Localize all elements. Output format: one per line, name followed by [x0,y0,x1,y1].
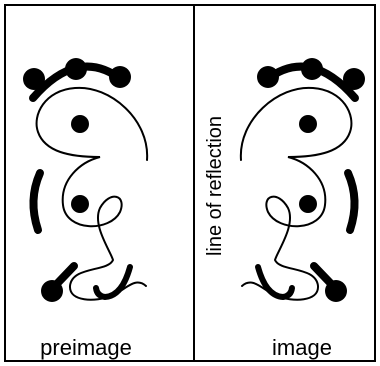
image-design [239,58,365,302]
image-dot-upper [299,115,317,133]
preimage-bottom-bead [41,280,63,302]
image-side-bar [344,169,359,234]
image-top-bead-left [343,68,365,90]
image-caption: image [272,335,332,360]
preimage-dot-middle [71,195,89,213]
image-top-bead-right [257,66,279,88]
preimage-top-bead-right [109,66,131,88]
preimage-dot-upper [71,115,89,133]
preimage-inner-curve [35,86,149,301]
reflection-line-caption: line of reflection [204,116,226,256]
preimage-top-bead-middle [65,58,87,80]
preimage-caption: preimage [40,335,132,360]
preimage-design [23,58,149,302]
outer-frame [4,4,376,362]
image-dot-middle [299,195,317,213]
image-bottom-hook [255,264,295,301]
image-bottom-bead [325,280,347,302]
preimage-top-bead-left [23,68,45,90]
image-top-bead-middle [301,58,323,80]
preimage-bottom-hook [93,264,133,301]
preimage-left-bar [29,169,44,234]
image-inner-curve [239,86,353,301]
